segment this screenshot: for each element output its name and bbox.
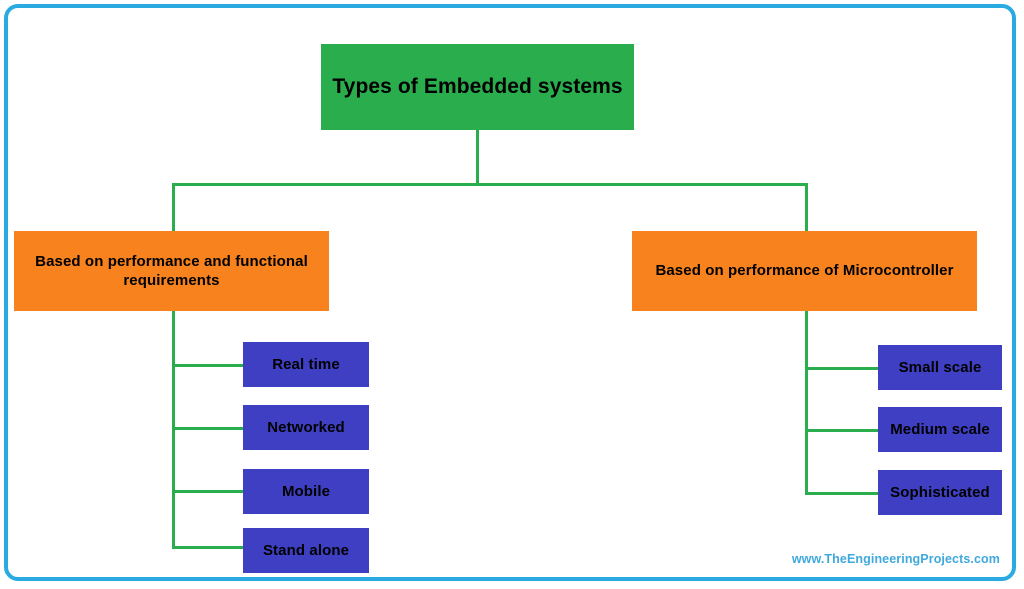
node-root-types-of-embedded-systems: Types of Embedded systems <box>321 44 634 130</box>
node-leaf-sophisticated: Sophisticated <box>878 470 1002 515</box>
connector-right-leaf-1 <box>805 367 880 370</box>
node-leaf-medium-scale: Medium scale <box>878 407 1002 452</box>
connector-left-leaf-2 <box>172 427 245 430</box>
node-branch-based-on-performance-and-functional-requirements: Based on performance and functional requ… <box>14 231 329 311</box>
connector-bus-to-branch-left <box>172 183 175 233</box>
node-branch-based-on-performance-of-microcontroller: Based on performance of Microcontroller <box>632 231 977 311</box>
node-leaf-mobile: Mobile <box>243 469 369 514</box>
connector-spine-right <box>805 309 808 495</box>
connector-bus-to-branch-right <box>805 183 808 233</box>
connector-right-leaf-3 <box>805 492 880 495</box>
connector-root-to-bus <box>476 130 479 185</box>
node-leaf-small-scale: Small scale <box>878 345 1002 390</box>
connector-left-leaf-3 <box>172 490 245 493</box>
connector-left-leaf-1 <box>172 364 245 367</box>
connector-horizontal-bus <box>172 183 808 186</box>
node-leaf-real-time: Real time <box>243 342 369 387</box>
node-leaf-stand-alone: Stand alone <box>243 528 369 573</box>
watermark-url: www.TheEngineeringProjects.com <box>791 552 1000 566</box>
node-leaf-networked: Networked <box>243 405 369 450</box>
connector-left-leaf-4 <box>172 546 245 549</box>
connector-right-leaf-2 <box>805 429 880 432</box>
